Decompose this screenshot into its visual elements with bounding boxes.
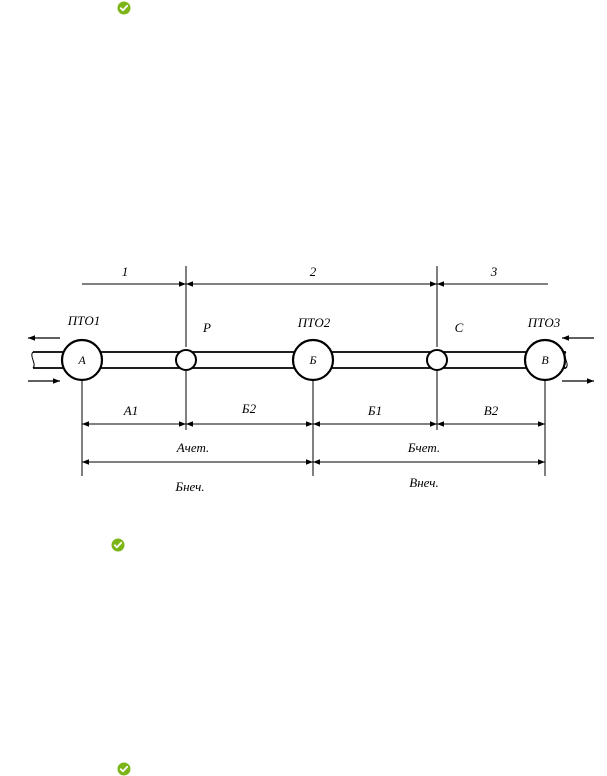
point-s-circle — [426, 349, 448, 371]
section-3-label: 3 — [490, 264, 498, 279]
station-a-circle — [60, 338, 104, 382]
section-2-label: 2 — [310, 264, 317, 279]
point-r-circle — [175, 349, 197, 371]
segment-a1-label: А1 — [123, 403, 138, 418]
section-1-label: 1 — [122, 264, 129, 279]
station-pto1-label: ПТО1 — [67, 313, 101, 328]
point-r-label: Р — [202, 320, 211, 335]
point-s-label: С — [455, 320, 464, 335]
check-icon — [111, 538, 125, 552]
segment-b2-label: Б2 — [241, 401, 257, 416]
check-icon — [117, 1, 131, 15]
station-b-circle — [291, 338, 335, 382]
span-b-chet-label: Бчет. — [407, 440, 440, 455]
direction-arrows — [28, 335, 594, 384]
check-icon — [117, 762, 131, 776]
station-v-circle — [523, 338, 567, 382]
station-pto2-label: ПТО2 — [297, 315, 331, 330]
span-b-nech-label: Бнеч. — [174, 479, 204, 494]
segment-b1-label: Б1 — [367, 403, 382, 418]
span-v-nech-label: Внеч. — [409, 475, 438, 490]
station-pto3-label: ПТО3 — [527, 315, 561, 330]
node-a-label: А — [77, 353, 86, 367]
span-a-chet-label: Ачет. — [176, 440, 210, 455]
node-b-label: Б — [308, 353, 316, 367]
node-v-label: В — [541, 353, 549, 367]
segment-v2-label: В2 — [484, 403, 499, 418]
